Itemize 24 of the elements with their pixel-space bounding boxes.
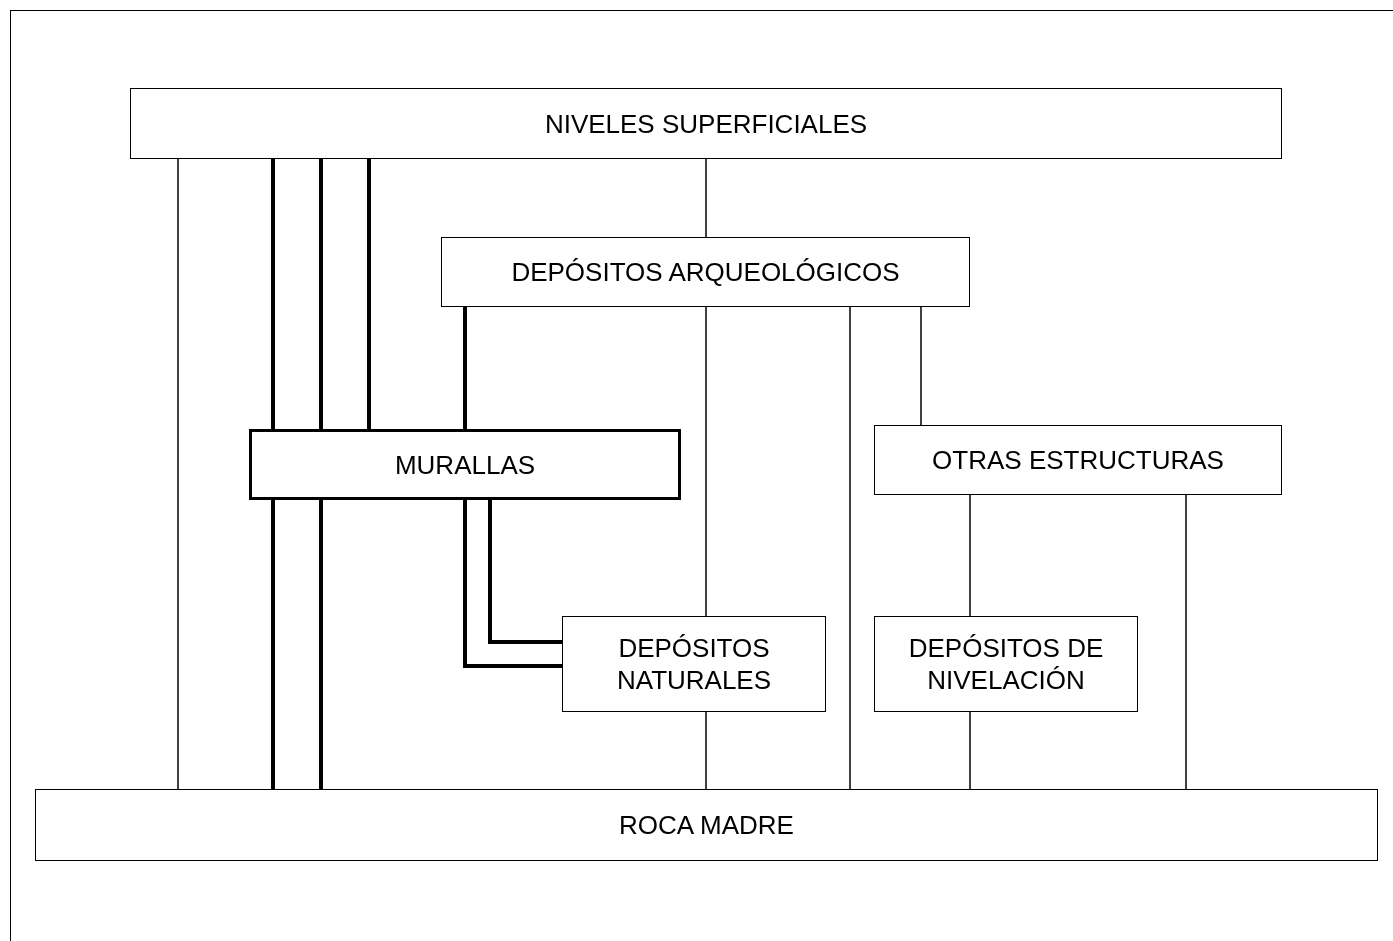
connector-line bbox=[705, 158, 707, 238]
connector-line bbox=[969, 711, 971, 790]
connector-line bbox=[488, 500, 562, 644]
connector-line bbox=[463, 307, 467, 429]
stratum-box: MURALLAS bbox=[249, 429, 681, 500]
connector-line bbox=[319, 500, 323, 789]
stratum-box: NIVELES SUPERFICIALES bbox=[130, 88, 1282, 159]
stratum-box: DEPÓSITOS DE NIVELACIÓN bbox=[874, 616, 1138, 712]
connector-line bbox=[705, 306, 707, 617]
connector-line bbox=[271, 159, 275, 429]
connector-line bbox=[177, 158, 179, 790]
stratum-box: OTRAS ESTRUCTURAS bbox=[874, 425, 1282, 495]
stratum-box: DEPÓSITOS ARQUEOLÓGICOS bbox=[441, 237, 970, 307]
connector-line bbox=[367, 159, 371, 429]
stratum-box: DEPÓSITOS NATURALES bbox=[562, 616, 826, 712]
connector-line bbox=[319, 159, 323, 429]
connector-line bbox=[920, 306, 922, 426]
connector-line bbox=[463, 500, 562, 668]
connector-line bbox=[705, 711, 707, 790]
connector-line bbox=[271, 500, 275, 789]
connector-line bbox=[1185, 494, 1187, 790]
connector-line bbox=[969, 494, 971, 617]
stratum-box: ROCA MADRE bbox=[35, 789, 1378, 861]
connector-line bbox=[849, 306, 851, 790]
